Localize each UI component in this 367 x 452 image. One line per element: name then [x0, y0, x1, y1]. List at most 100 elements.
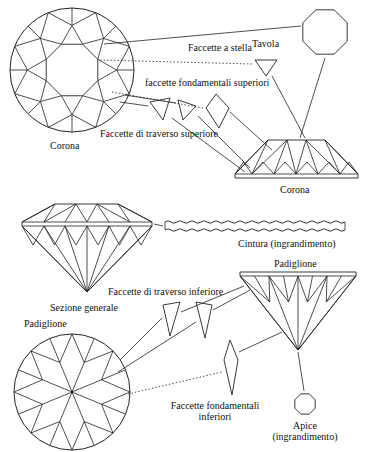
- facet-line: [240, 276, 298, 350]
- facet-line: [117, 70, 134, 71]
- part-label: Corona: [280, 184, 309, 195]
- leader-line: [100, 60, 252, 64]
- facet-line: [104, 102, 116, 114]
- crown-profile: [235, 140, 358, 178]
- facet-line: [83, 96, 104, 102]
- facet-line: [329, 162, 340, 174]
- facet-line: [87, 204, 97, 222]
- facet-line: [44, 204, 76, 222]
- facet-line: [284, 276, 289, 302]
- facet-line: [87, 226, 88, 292]
- facet-line: [318, 162, 329, 174]
- facet-line: [72, 334, 84, 363]
- facet-line: [306, 140, 318, 174]
- facet-line: [109, 226, 120, 245]
- facet-line: [101, 392, 130, 404]
- girdle-outline: [14, 334, 130, 450]
- facet-line: [307, 162, 318, 174]
- facet-line: [96, 13, 104, 39]
- facet-line: [87, 226, 152, 292]
- pavilion-main-facet: [224, 340, 238, 395]
- facet-line: [298, 276, 356, 350]
- culet-octagon: [295, 394, 315, 414]
- facet-line: [307, 276, 327, 302]
- leader-line: [198, 116, 250, 168]
- girdle-edge: [165, 229, 345, 232]
- leader-line: [230, 112, 272, 150]
- facet-line: [22, 226, 87, 292]
- facet-line: [15, 94, 41, 102]
- facet-line: [298, 276, 307, 302]
- facet-line: [349, 162, 358, 174]
- pavilion-profile: [240, 272, 356, 350]
- facet-line: [15, 38, 41, 46]
- facet-line: [104, 26, 116, 38]
- girdle-edge: [165, 221, 345, 224]
- facet-line: [289, 276, 298, 302]
- facet-line: [101, 351, 113, 380]
- facet-line: [40, 38, 61, 44]
- facet-line: [98, 81, 104, 102]
- facet-line: [65, 226, 87, 292]
- leader-line: [172, 118, 245, 172]
- facet-line: [40, 81, 46, 102]
- facet-line: [22, 226, 33, 245]
- upper-girdle-facet: [178, 100, 196, 120]
- facet-line: [61, 96, 72, 115]
- part-label: Padiglione: [274, 258, 317, 269]
- part-label: Faccette fondamentali inferiori: [165, 400, 265, 422]
- facet-line: [22, 204, 55, 222]
- facet-line: [117, 70, 130, 94]
- facet-line: [31, 404, 43, 433]
- facet-line: [252, 140, 268, 174]
- lower-girdle-facet: [163, 302, 180, 336]
- facet-line: [60, 421, 72, 450]
- facet-line: [87, 226, 109, 292]
- facet-line: [274, 162, 285, 174]
- upper-main-facet: [206, 94, 229, 128]
- facet-line: [72, 8, 73, 25]
- star-facet: [255, 60, 277, 76]
- facet-line: [340, 162, 349, 174]
- facet-line: [269, 276, 289, 302]
- girdle-outline: [10, 8, 134, 132]
- leader-line: [298, 352, 304, 391]
- facet-line: [97, 204, 130, 222]
- facet-line: [48, 13, 72, 26]
- facet-line: [298, 276, 327, 350]
- facet-line: [269, 276, 298, 350]
- facet-line: [252, 162, 263, 174]
- facet-line: [235, 140, 268, 174]
- part-label: Faccette a stella: [188, 42, 252, 53]
- leader-line: [120, 102, 148, 106]
- facet-line: [296, 140, 306, 174]
- facet-line: [263, 162, 274, 174]
- facet-line: [83, 38, 104, 44]
- leader-line: [120, 318, 162, 360]
- facet-line: [61, 25, 72, 44]
- girdle-edge: [345, 222, 346, 230]
- facet-line: [44, 226, 87, 292]
- part-label: faccette fondamentali superiori: [145, 77, 269, 88]
- facet-line: [101, 380, 130, 392]
- leader-line: [300, 58, 325, 138]
- leader-line: [125, 95, 176, 103]
- facet-line: [72, 421, 84, 450]
- facet-line: [33, 226, 44, 245]
- part-label: Tavola: [252, 38, 279, 49]
- facet-line: [326, 276, 328, 302]
- facet-line: [28, 26, 40, 38]
- facet-line: [285, 162, 296, 174]
- facet-line: [14, 380, 43, 392]
- facet-line: [296, 162, 307, 174]
- facet-line: [48, 115, 72, 128]
- leader-line: [154, 224, 163, 226]
- facet-line: [87, 226, 98, 245]
- table-octagon: [303, 10, 347, 54]
- part-label: Faccette di traverso inferiore: [108, 286, 223, 297]
- facet-line: [40, 102, 48, 128]
- leader-line: [239, 332, 282, 352]
- facet-line: [117, 46, 130, 70]
- facet-line: [60, 334, 72, 363]
- facet-line: [325, 140, 358, 174]
